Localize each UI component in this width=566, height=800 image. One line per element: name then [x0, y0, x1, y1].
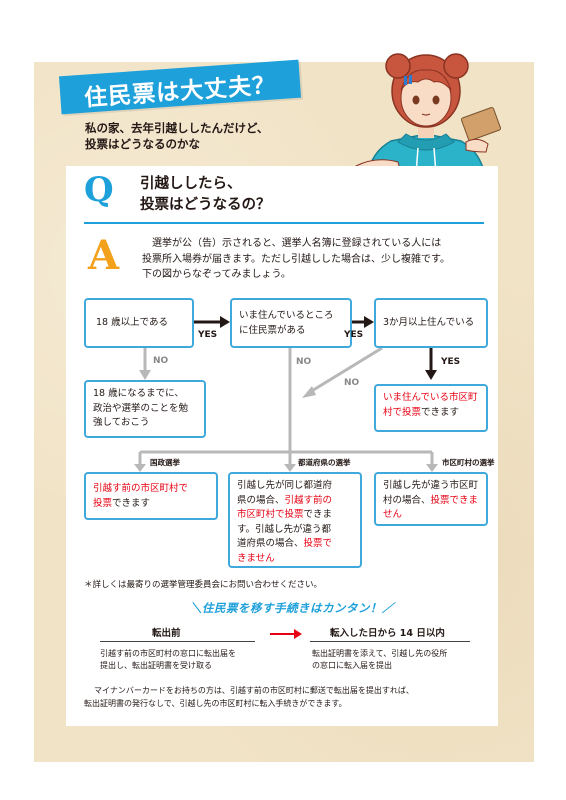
answer-line1: 選挙が公（告）示されると、選挙人名簿に登録されている人には — [152, 238, 442, 249]
box-muni-line3: せん — [383, 509, 403, 520]
box-three-months: 3か月以上住んでいる — [374, 298, 488, 348]
mynumber-note: マイナンバーカードをお持ちの方は、引越す前の市区町村に郵送で転出届を提出すれば、… — [84, 684, 494, 710]
a-letter: A — [88, 232, 120, 279]
label-yes-1: YES — [198, 330, 218, 340]
box-muni-line2b: 投票できま — [430, 494, 479, 506]
box-national-red1: 引越す前の市区町村で — [93, 483, 189, 494]
question-divider — [84, 222, 484, 224]
box-pref-line3b: できま — [303, 509, 333, 520]
procedure-title: ＼住民票を移す手続きはカンタン！／ — [190, 601, 394, 615]
box-current-vote: いま住んでいる市区町 村で投票できます — [374, 384, 488, 432]
left-desc-line2: 提出し、転出証明書を受け取る — [100, 661, 212, 670]
box-pref-line4: す。引越し先が違う都 — [237, 523, 332, 535]
arrow-yes-2-head — [364, 316, 374, 328]
arrow-yes-1-head — [220, 316, 230, 328]
box-age: 18 歳以上である — [84, 298, 194, 348]
answer: 選挙が公（告）示されると、選挙人名簿に登録されている人には 投票所入場券が届きま… — [142, 236, 492, 283]
branch-prefecture: 都道府県の選挙 — [296, 457, 353, 468]
footnote: ＊詳しくは最寄りの選挙管理委員会にお問い合わせください。 — [84, 580, 323, 590]
box-residence: いま住んでいるところ に住民票がある — [230, 298, 352, 348]
arrow-no-1-head — [139, 370, 151, 380]
box-under18-line2: 政治や選挙のことを勉 — [93, 402, 189, 414]
mynumber-line2: 転出証明書の発行なしで、引越し先の市区町村に転入手続きができます。 — [84, 699, 347, 708]
answer-line2: 投票所入場券が届きます。ただし引越しした場合は、少し複雑です。 — [142, 253, 450, 265]
right-desc-line2: の窓口に転入届を提出 — [312, 661, 392, 670]
box-pref-line6: きません — [237, 552, 275, 564]
question: 引越ししたら、 投票はどうなるの？ — [140, 174, 271, 216]
procedure-right-desc: 転出証明書を添えて、引越し先の役所 の窓口に転入届を提出 — [312, 648, 482, 672]
box-pref-line5b: 投票で — [303, 538, 333, 549]
box-current-tail: できます — [421, 406, 460, 418]
procedure-left-desc: 引越す前の市区町村の窓口に転出届を 提出し、転出証明書を受け取る — [100, 648, 260, 672]
box-current-red1: いま住んでいる市区町 — [383, 392, 478, 403]
box-pref-line5a: 道府県の場合、 — [237, 538, 304, 549]
box-national-red2: 投票 — [93, 497, 113, 509]
question-line1: 引越ししたら、 — [140, 176, 242, 192]
box-residence-line2: に住民票がある — [239, 324, 306, 336]
box-pref-line1: 引越し先が同じ都道府 — [237, 480, 333, 491]
mynumber-line1: マイナンバーカードをお持ちの方は、引越す前の市区町村に郵送で転出届を提出すれば、 — [94, 686, 414, 695]
label-no-1: NO — [153, 356, 169, 366]
left-underline — [100, 641, 255, 642]
box-three-months-text: 3か月以上住んでいる — [383, 317, 475, 328]
box-pref-line3a: 市区町村で投票 — [237, 509, 304, 520]
right-desc-line1: 転出証明書を添えて、引越し先の役所 — [312, 649, 448, 658]
box-residence-line1: いま住んでいるところ — [239, 310, 334, 321]
right-underline — [310, 641, 470, 642]
box-national-tail: できます — [112, 497, 151, 509]
arrow-yes-3-head — [425, 370, 437, 380]
box-national: 引越す前の市区町村で 投票できます — [84, 472, 218, 520]
question-line2: 投票はどうなるの？ — [140, 197, 271, 213]
box-age-text: 18 歳以上である — [96, 317, 169, 328]
content-panel — [66, 166, 498, 726]
box-current-red2: 村で投票 — [383, 406, 422, 418]
procedure-left-header: 転出前 — [152, 628, 181, 639]
box-under18-line1: 18 歳になるまでに、 — [93, 388, 184, 399]
label-yes-2: YES — [344, 330, 364, 340]
box-under18: 18 歳になるまでに、 政治や選挙のことを勉 強しておこう — [84, 380, 206, 438]
left-desc-line1: 引越す前の市区町村の窓口に転出届を — [100, 649, 236, 658]
box-muni-line2a: 村の場合、 — [383, 494, 431, 506]
branch-municipal: 市区町村の選挙 — [440, 457, 497, 468]
label-no-3: NO — [344, 378, 360, 388]
box-municipal: 引越し先が違う市区町 村の場合、投票できま せん — [374, 472, 488, 526]
subtitle: 私の家、去年引越ししたんだけど、 投票はどうなるのかな — [85, 120, 268, 152]
label-yes-3: YES — [441, 357, 461, 367]
label-no-2: NO — [296, 357, 312, 367]
arrow-no-3 — [309, 346, 383, 394]
box-pref-line2a: 県の場合、 — [237, 494, 285, 506]
subtitle-line2: 投票はどうなるのかな — [85, 137, 200, 151]
box-under18-line3: 強しておこう — [93, 417, 150, 428]
branch-national: 国政選挙 — [148, 457, 182, 468]
box-muni-line1: 引越し先が違う市区町 — [383, 480, 479, 491]
answer-line3: 下の図からなぞってみましょう。 — [142, 269, 291, 280]
box-prefecture: 引越し先が同じ都道府 県の場合、引越す前の 市区町村で投票できま す。引越し先が… — [228, 472, 362, 568]
arrow-no-3-head — [302, 386, 316, 398]
subtitle-line1: 私の家、去年引越ししたんだけど、 — [85, 121, 269, 135]
box-pref-line2b: 引越す前の — [284, 494, 333, 506]
q-letter: Q — [84, 170, 114, 210]
procedure-right-header: 転入した日から 14 日以内 — [330, 628, 445, 639]
